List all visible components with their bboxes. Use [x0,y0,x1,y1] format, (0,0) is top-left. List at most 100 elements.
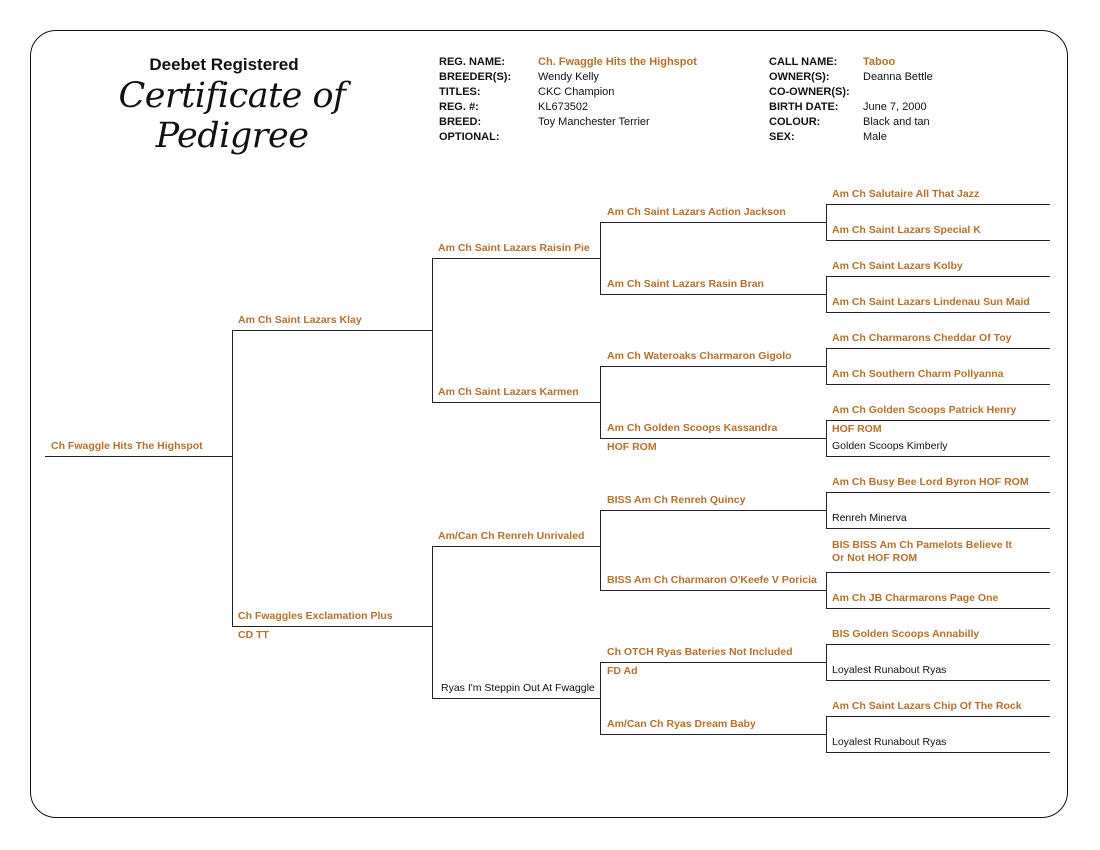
pedigree-connector [600,222,601,294]
pedigree-line [432,698,600,699]
info-label: SEX: [769,131,795,143]
dog-name: BISS Am Ch Charmaron O'Keefe V Poricia [607,574,817,586]
dog-name: Ch Fwaggle Hits The Highspot [51,440,203,452]
pedigree-connector [600,662,601,734]
pedigree-line [826,420,1050,421]
dog-name: Renreh Minerva [832,512,907,524]
info-value: Black and tan [863,116,930,128]
pedigree-line [826,456,1050,457]
dog-name: BIS BISS Am Ch Pamelots Believe It [832,539,1012,551]
dog-name: Am Ch Saint Lazars Special K [832,224,981,236]
info-value: Deanna Bettle [863,71,933,83]
pedigree-line [600,294,826,295]
info-value: CKC Champion [538,86,615,98]
dog-name: Am Ch Busy Bee Lord Byron HOF ROM [832,476,1029,488]
pedigree-connector [432,258,433,402]
dog-name: Am Ch JB Charmarons Page One [832,592,999,604]
pedigree-line [826,204,1050,205]
pedigree-line [826,680,1050,681]
pedigree-line [826,240,1050,241]
pedigree-line [826,276,1050,277]
dog-name: Am Ch Saint Lazars Karmen [438,386,579,398]
pedigree-line [826,348,1050,349]
info-label: COLOUR: [769,116,821,128]
info-value: Taboo [863,56,896,68]
pedigree-connector [600,366,601,438]
info-value: Wendy Kelly [538,71,599,83]
pedigree-line [600,438,826,439]
info-label: OPTIONAL: [439,131,500,143]
dog-name: Am Ch Saint Lazars Chip Of The Rock [832,700,1022,712]
pedigree-connector [826,276,827,312]
pedigree-connector [826,348,827,384]
dog-name: Ch OTCH Ryas Bateries Not Included [607,646,793,658]
dog-name: Am Ch Saint Lazars Rasin Bran [607,278,764,290]
dog-name: Ch Fwaggles Exclamation Plus [238,610,393,622]
certificate-border [30,30,1068,818]
dog-name: Loyalest Runabout Ryas [832,736,947,748]
pedigree-line [826,312,1050,313]
pedigree-line [232,626,432,627]
pedigree-line [45,456,232,457]
info-label: TITLES: [439,86,481,98]
dog-name: Am Ch Golden Scoops Patrick Henry [832,404,1017,416]
dog-name: Am Ch Saint Lazars Raisin Pie [438,242,590,254]
pedigree-line [826,608,1050,609]
pedigree-line [600,510,826,511]
dog-name: BISS Am Ch Renreh Quincy [607,494,746,506]
pedigree-line [432,546,600,547]
pedigree-line [600,590,826,591]
pedigree-line [432,402,600,403]
dog-name: Ryas I'm Steppin Out At Fwaggle [441,682,595,694]
dog-name: Am/Can Ch Ryas Dream Baby [607,718,756,730]
pedigree-line [826,528,1050,529]
info-label: OWNER(S): [769,71,830,83]
pedigree-line [232,330,432,331]
pedigree-line [826,752,1050,753]
pedigree-line [826,384,1050,385]
info-value: Male [863,131,887,143]
pedigree-line [826,716,1050,717]
info-label: CO-OWNER(S): [769,86,850,98]
dog-name-cont: Or Not HOF ROM [832,552,918,564]
pedigree-line [600,662,826,663]
pedigree-connector [826,204,827,240]
dog-title-suffix: CD TT [238,629,269,641]
dog-name: Am Ch Saint Lazars Klay [238,314,362,326]
pedigree-connector [826,716,827,752]
info-value: Ch. Fwaggle Hits the Highspot [538,56,697,68]
dog-name: Am Ch Southern Charm Pollyanna [832,368,1004,380]
dog-title-suffix: HOF ROM [832,423,882,435]
info-label: BREED: [439,116,482,128]
dog-name: Am Ch Saint Lazars Lindenau Sun Maid [832,296,1030,308]
certificate-title: Certificate of Pedigree [118,76,346,156]
dog-title-suffix: FD Ad [607,665,638,677]
pedigree-line [826,644,1050,645]
dog-name: Am Ch Saint Lazars Kolby [832,260,963,272]
pedigree-connector [826,492,827,528]
pedigree-connector [232,330,233,626]
dog-name: BIS Golden Scoops Annabilly [832,628,980,640]
pedigree-line [432,258,600,259]
dog-name: Am/Can Ch Renreh Unrivaled [438,530,585,542]
dog-name: Golden Scoops Kimberly [832,440,948,452]
dog-title-suffix: HOF ROM [607,441,657,453]
info-value: KL673502 [538,101,589,113]
info-label: BREEDER(S): [439,71,512,83]
pedigree-connector [826,572,827,608]
info-value: Toy Manchester Terrier [538,116,650,128]
pedigree-connector [826,420,827,456]
pedigree-connector [826,644,827,680]
pedigree-line [600,734,826,735]
dog-name: Am Ch Salutaire All That Jazz [832,188,980,200]
info-label: REG. NAME: [439,56,505,68]
info-value: June 7, 2000 [863,101,927,113]
pedigree-line [826,492,1050,493]
registry-name: Deebet Registered [149,55,299,74]
dog-name: Am Ch Wateroaks Charmaron Gigolo [607,350,792,362]
dog-name: Am Ch Charmarons Cheddar Of Toy [832,332,1012,344]
info-label: BIRTH DATE: [769,101,839,113]
info-label: REG. #: [439,101,479,113]
pedigree-line [826,572,1050,573]
